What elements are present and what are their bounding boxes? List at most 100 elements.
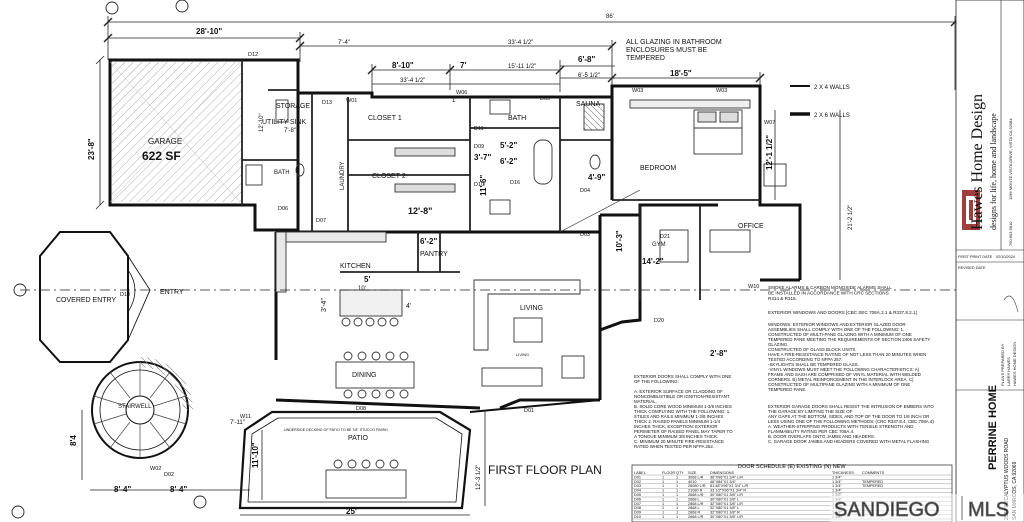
dim-6-2-pantry: 6'-2" [420, 237, 437, 246]
room-bedroom: BEDROOM [640, 165, 676, 172]
tag-d01: D01 [524, 408, 534, 414]
dim-4: 4' [406, 303, 411, 310]
schedule-cell: 1 [662, 511, 664, 515]
room-closet-2: CLOSET 2 [372, 173, 406, 180]
schedule-cell: 26080 L/R [688, 484, 706, 488]
schedule-cell: 1 [676, 511, 678, 515]
patio [238, 410, 472, 510]
note-line: HAVE A FIRE-RESISTANCE RATING OF NOT LES… [768, 352, 926, 357]
schedule-cell: 1 3/4" [832, 475, 842, 479]
patio-note: UNDERSIDE DECKING OF PATIO TO BE 7/8" ST… [284, 428, 388, 432]
room-covered-entry: COVERED ENTRY [56, 297, 116, 304]
note-line: WINDOWS: EXTERIOR WINDOWS AND EXTERIOR G… [768, 322, 906, 327]
dim-33-4-lower: 33'-4 1/2" [400, 78, 425, 84]
schedule-cell: 1 [662, 489, 664, 493]
schedule-cell: 1 [676, 480, 678, 484]
plan-title: FIRST FLOOR PLAN [488, 463, 602, 477]
schedule-header-cell: QTY [676, 471, 684, 475]
schedule-cell: 2868 R [688, 511, 701, 515]
schedule-header-cell: FLOOR [662, 471, 675, 475]
dim-3-7: 3'-7" [474, 153, 491, 162]
schedule-cell: D05 [634, 493, 641, 497]
schedule-cell: D02 [634, 480, 641, 484]
dim-10-3: 10'-3" [615, 230, 624, 252]
note-line: -VINYL WINDOWS MUST MEET THE FOLLOWING C… [768, 367, 920, 372]
notes-smoke: SMOKE ALARMS & CARBON MONOXIDE ALARMS SH… [768, 285, 892, 301]
tag-w03-a: W03 [632, 88, 643, 94]
note-line: CONSTRUCTED OF MULTIPANE GLAZING WITH A … [768, 382, 910, 387]
note-line: -SKYLIGHTS SHALL BE TEMPERED GLASS. [768, 362, 859, 367]
schedule-cell: 1 [676, 502, 678, 506]
dim-2-8: 2'-8" [710, 349, 727, 358]
schedule-header-cell: LABEL [634, 471, 646, 475]
schedule-cell: 1 [676, 515, 678, 519]
dim-4-9: 4'-9" [588, 173, 605, 182]
dim-7: 7' [460, 61, 466, 70]
schedule-cell: D06 [634, 497, 641, 501]
patio-table [325, 459, 407, 499]
schedule-cell: 2668 L/R [688, 515, 704, 519]
room-utility-sink: UTILITY SINK [262, 119, 307, 126]
project-address-line: SAN MARCOS, CA 92069 [1012, 461, 1018, 520]
note-line: EXTERIOR DOORS SHALL COMPLY WITH ONE [634, 374, 731, 379]
note-line: EXTERIOR GARAGE DOORS SHALL RESIST THE I… [768, 404, 934, 409]
dim-8-10: 8'-10" [392, 61, 414, 70]
schedule-cell: 1 [662, 506, 664, 510]
dim-garage-width: 28'-10" [196, 27, 222, 36]
tag-w02: W02 [150, 466, 161, 472]
schedule-cell: D08 [634, 506, 641, 510]
room-bath-main: BATH [508, 115, 526, 122]
note-line: GLAZING. [768, 342, 789, 347]
room-storage: STORAGE [276, 103, 310, 110]
note-line: C. MINIMUM 20 MINUTE FIRE-RESISTANCE [634, 439, 724, 444]
tag-d12: D12 [248, 52, 258, 58]
dim-8-4-a: 8'-4" [114, 485, 131, 494]
dim-11-10: 11'-10" [251, 442, 260, 468]
schedule-header-cell: COMMENTS [862, 471, 885, 475]
dim-7-8: 7'-8" [284, 128, 296, 134]
prepared-by-line: PLANS PREPARED BY [1000, 343, 1005, 386]
room-laundry: LAUNDRY [340, 161, 346, 190]
schedule-cell: 1 [676, 493, 678, 497]
room-bath-small: BATH [274, 170, 290, 176]
schedule-cell: 36"X96"X1 3/4" L/R [710, 475, 743, 479]
tag-w07: W07 [764, 120, 775, 126]
schedule-cell: 1 [676, 484, 678, 488]
schedule-cell: 32"X80"X1 3/8" L [710, 506, 739, 510]
door-schedule-title: DOOR SCHEDULE (E) EXISTING (N) NEW [738, 464, 846, 470]
legend-2x4: 2 X 4 WALLS [814, 85, 850, 91]
schedule-cell: 1 [662, 502, 664, 506]
schedule-header-cell: DIMENSIONS [710, 471, 735, 475]
dim-12-1: 12'-1 1/2" [765, 135, 774, 170]
note-line: MATERIAL. [634, 399, 657, 404]
dim-12-10: 12'-10" [259, 113, 265, 132]
schedule-cell: 1 [676, 475, 678, 479]
revised-date-label: REVISED DATE [958, 266, 986, 270]
schedule-cell: 1 [662, 484, 664, 488]
schedule-cell: 1 [676, 489, 678, 493]
living-furniture [473, 279, 585, 387]
dim-15-11: 15'-11 1/2" [508, 64, 536, 70]
dim-5-2: 5'-2" [500, 141, 517, 150]
room-sauna: SAUNA [576, 101, 600, 108]
schedule-cell: 1 [676, 497, 678, 501]
kitchen-island [275, 231, 403, 327]
schedule-cell: 33 1/2"X96"X1 3/4" R [710, 489, 746, 493]
tag-d20: D20 [654, 318, 664, 324]
leader-line [559, 189, 641, 233]
note-line: INCHES THICK, EXCEPTION: EXTERIOR [634, 424, 718, 429]
dim-5: 5' [364, 275, 370, 284]
note-line: FRAME AND SASH ARE COMPRISED OF VINYL MA… [768, 372, 921, 377]
note-line: THICK 2. RAISED PANELS MINIMUM 1-1/4 [634, 419, 721, 424]
room-pantry: PANTRY [420, 251, 448, 258]
dim-8-4-vertical: 8'4 [69, 435, 78, 446]
room-living-small: LIVING [516, 352, 529, 357]
dimension-ticks [103, 17, 960, 83]
watermark-left: SANDIEGO [834, 499, 940, 521]
tag-d08: D08 [356, 406, 366, 412]
note-line: CORNERS. B) METAL REINFORCEMENT IN THE I… [768, 377, 914, 382]
first-print-label: FIRST PRINT DATE [958, 255, 993, 259]
